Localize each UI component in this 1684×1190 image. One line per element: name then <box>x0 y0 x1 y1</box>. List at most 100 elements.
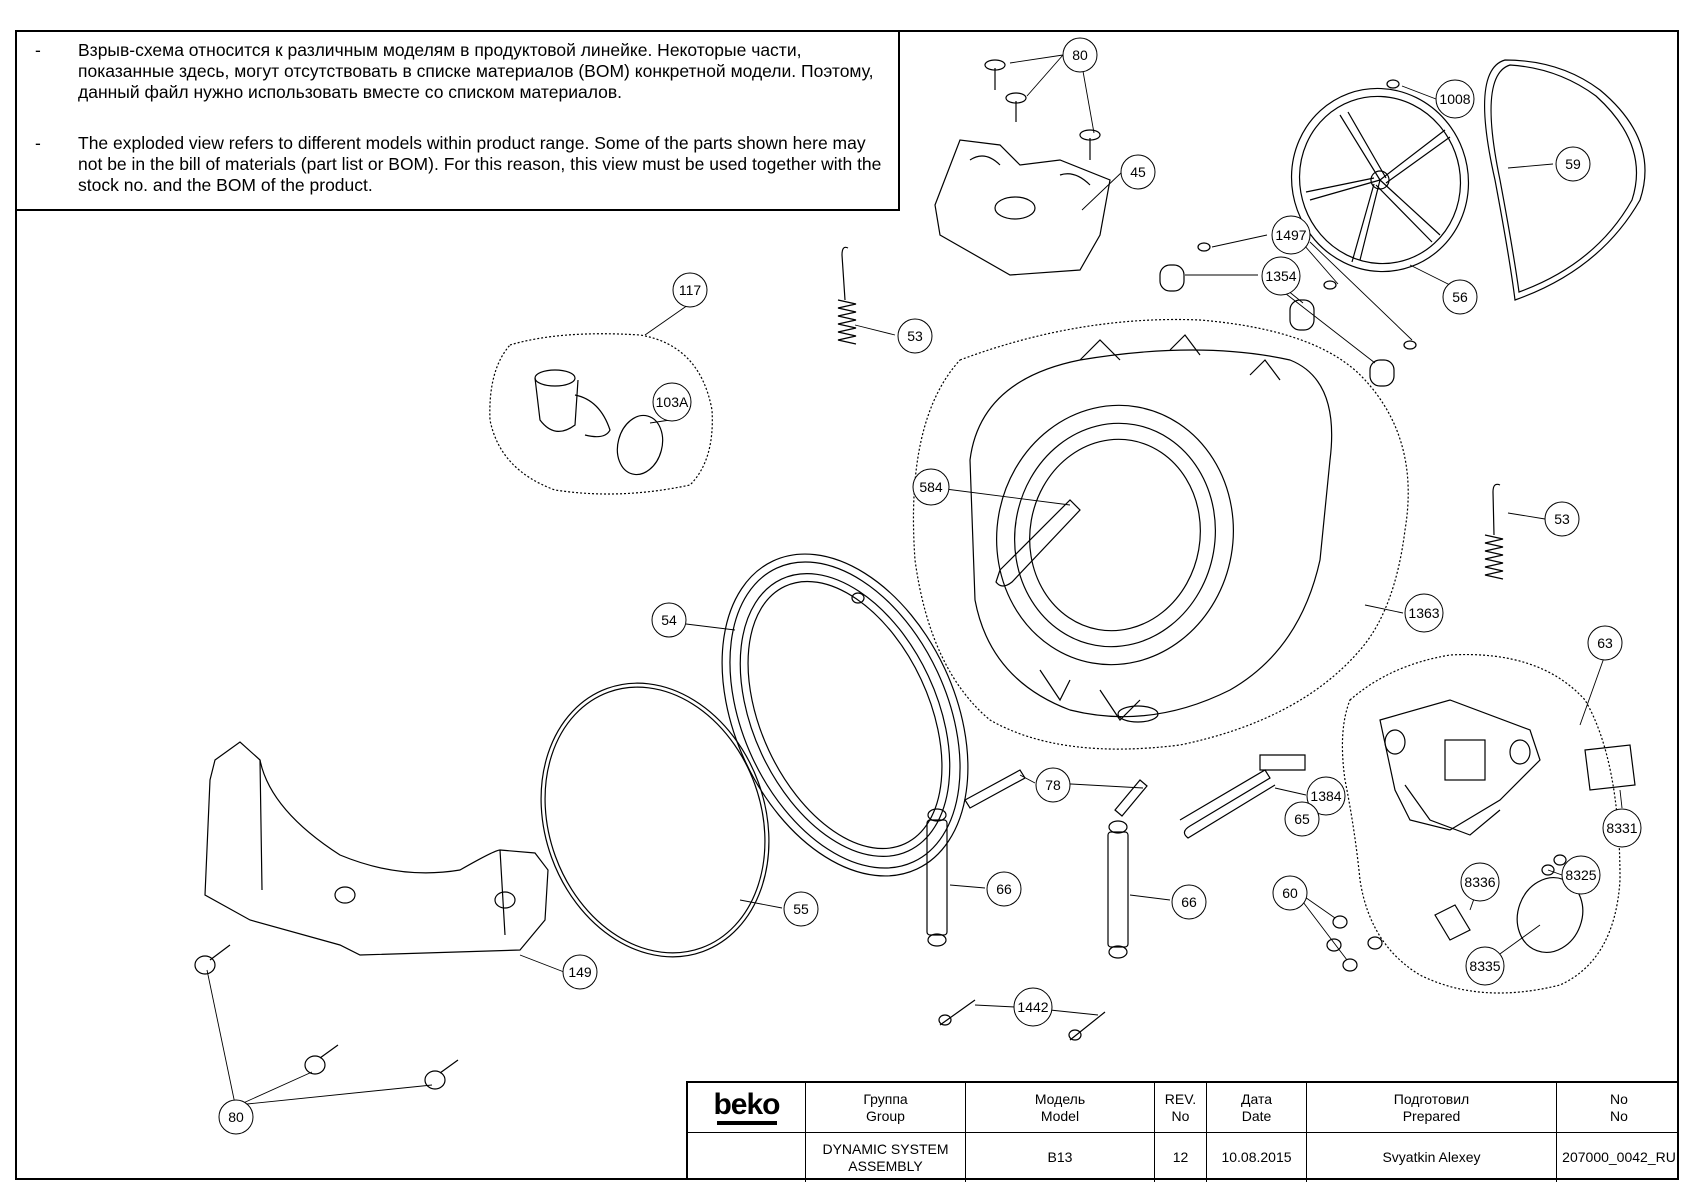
disclaimer-en-text: The exploded view refers to different mo… <box>78 133 882 195</box>
no-value-text: 207000_0042_RU <box>1562 1149 1676 1165</box>
svg-text:53: 53 <box>1554 511 1570 527</box>
no-label-top: No <box>1610 1090 1628 1107</box>
prepared-label-en: Prepared <box>1402 1107 1461 1124</box>
beko-logo: beko <box>713 1087 780 1121</box>
spring-part <box>837 246 1504 580</box>
screw-part <box>194 944 459 1090</box>
svg-text:1363: 1363 <box>1408 605 1439 621</box>
svg-text:80: 80 <box>228 1109 244 1125</box>
callout-65: 65 <box>1284 801 1320 837</box>
rev-value: 12 <box>1155 1133 1207 1182</box>
part-63-motor <box>1379 699 1541 836</box>
callout-8325: 8325 <box>1561 855 1601 895</box>
bushing-part <box>1159 264 1395 387</box>
callout-66-left: 66 <box>986 871 1022 907</box>
callout-1008: 1008 <box>1435 79 1475 119</box>
title-block-divider <box>688 1132 1679 1133</box>
part-584-lifter <box>995 499 1081 587</box>
part-149-counterweight <box>204 741 549 956</box>
callout-54: 54 <box>651 602 687 638</box>
callout-584: 584 <box>912 468 950 506</box>
callout-53-left: 53 <box>897 318 933 354</box>
callout-149: 149 <box>562 954 598 990</box>
callout-80-bottom: 80 <box>218 1099 254 1135</box>
svg-text:59: 59 <box>1565 156 1581 172</box>
rev-header: REV. No <box>1155 1083 1207 1132</box>
svg-text:45: 45 <box>1130 164 1146 180</box>
svg-text:1497: 1497 <box>1275 227 1306 243</box>
svg-text:584: 584 <box>919 479 943 495</box>
date-value: 10.08.2015 <box>1207 1133 1307 1182</box>
svg-text:1442: 1442 <box>1017 999 1048 1015</box>
model-value-text: B13 <box>1047 1149 1073 1165</box>
callout-78: 78 <box>1035 767 1071 803</box>
callout-59: 59 <box>1555 146 1591 182</box>
logo-blank-cell <box>688 1133 806 1182</box>
part-56-pulley <box>1290 87 1470 273</box>
callout-1354: 1354 <box>1261 256 1301 296</box>
svg-text:63: 63 <box>1597 635 1613 651</box>
prepared-label-ru: Подготовил <box>1393 1090 1470 1107</box>
svg-text:54: 54 <box>661 612 677 628</box>
callout-80-top: 80 <box>1062 37 1098 73</box>
leader-lines <box>206 54 1623 1105</box>
svg-text:149: 149 <box>568 964 592 980</box>
part-66-shock <box>926 808 1129 959</box>
part-8331-sensor <box>1584 744 1636 791</box>
callout-8336: 8336 <box>1460 862 1500 902</box>
svg-text:55: 55 <box>793 901 809 917</box>
part-78-pin <box>964 769 1026 809</box>
disclaimer-box: - Взрыв-схема относится к различным моде… <box>15 30 900 211</box>
svg-text:8325: 8325 <box>1565 867 1596 883</box>
svg-text:65: 65 <box>1294 811 1310 827</box>
part-8336-brush <box>1434 904 1471 941</box>
prepared-value: Svyatkin Alexey <box>1307 1133 1557 1182</box>
svg-text:1008: 1008 <box>1439 91 1470 107</box>
svg-text:56: 56 <box>1452 289 1468 305</box>
part-54-bellows <box>721 553 969 877</box>
group-label-en: Group <box>866 1107 905 1124</box>
callout-8335: 8335 <box>1465 946 1505 986</box>
group-header: Группа Group <box>806 1083 966 1132</box>
rev-value-text: 12 <box>1172 1149 1189 1165</box>
logo-cell: beko <box>688 1083 806 1132</box>
bullet-dash: - <box>35 133 41 153</box>
logo-underline <box>716 1120 777 1125</box>
part-tub <box>969 334 1333 723</box>
svg-text:8335: 8335 <box>1469 958 1500 974</box>
svg-text:66: 66 <box>996 881 1012 897</box>
screw-part <box>1326 915 1383 972</box>
callout-56: 56 <box>1442 279 1478 315</box>
rev-label-top: REV. <box>1164 1090 1197 1107</box>
svg-text:8331: 8331 <box>1606 820 1637 836</box>
date-value-text: 10.08.2015 <box>1221 1149 1292 1165</box>
group-1363-outline <box>912 318 1409 750</box>
model-label-en: Model <box>1040 1107 1080 1124</box>
model-value: B13 <box>966 1133 1155 1182</box>
part-45-cover <box>934 139 1111 276</box>
part-117-nozzle <box>534 369 611 438</box>
title-block: beko Группа Group Модель Model REV. No Д… <box>686 1081 1679 1182</box>
callout-8331: 8331 <box>1602 808 1642 848</box>
svg-text:1384: 1384 <box>1310 788 1341 804</box>
callout-117: 117 <box>672 272 708 308</box>
date-label-en: Date <box>1241 1107 1272 1124</box>
svg-text:78: 78 <box>1045 777 1061 793</box>
part-59-belt <box>1483 59 1646 301</box>
callouts: 80 1008 59 45 1497 1354 56 117 53 103A 5… <box>218 37 1642 1135</box>
svg-text:1354: 1354 <box>1265 268 1296 284</box>
svg-text:8336: 8336 <box>1464 874 1495 890</box>
callout-1363: 1363 <box>1404 593 1444 633</box>
group-value: DYNAMIC SYSTEM ASSEMBLY <box>806 1133 966 1182</box>
group-value-line1: DYNAMIC SYSTEM <box>822 1140 949 1157</box>
part-1442-rivet <box>939 999 1106 1041</box>
date-header: Дата Date <box>1207 1083 1307 1132</box>
screw-part <box>984 59 1101 160</box>
bullet-dash: - <box>35 40 41 60</box>
svg-text:117: 117 <box>679 282 702 298</box>
part-1384-heater <box>1179 754 1306 839</box>
callout-66-right: 66 <box>1171 884 1207 920</box>
svg-text:66: 66 <box>1181 894 1197 910</box>
model-label-ru: Модель <box>1034 1090 1086 1107</box>
